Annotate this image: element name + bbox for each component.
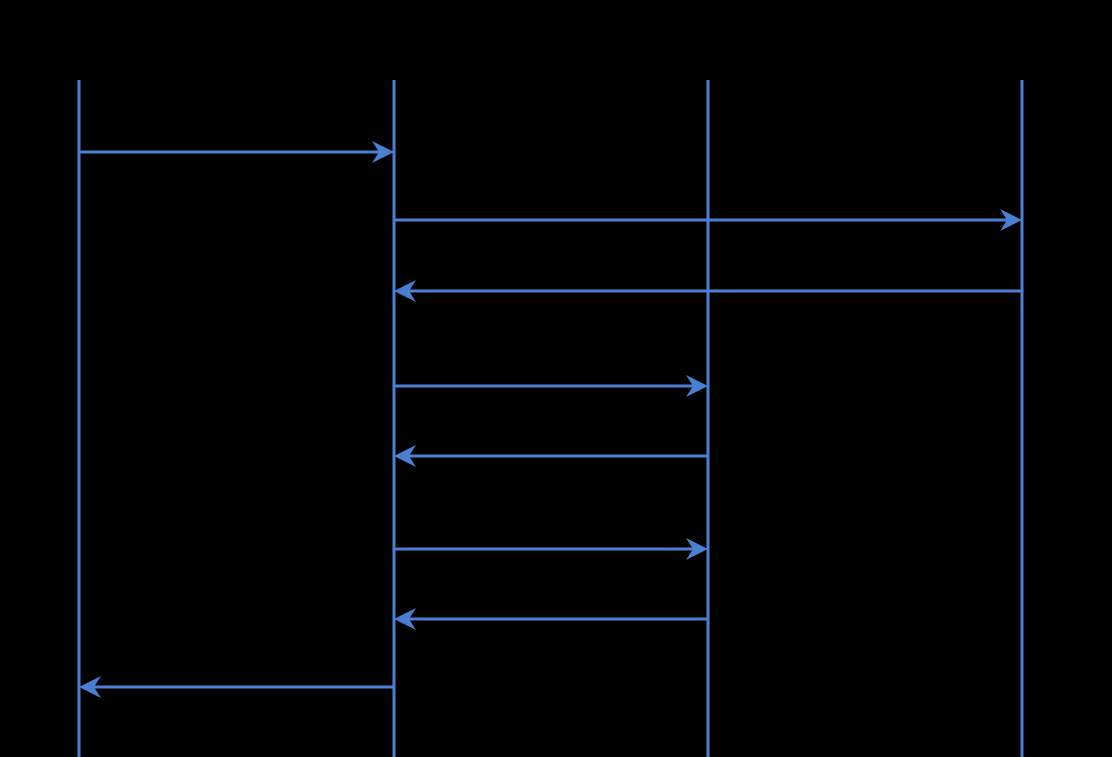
message-arrowhead-6: [686, 538, 708, 560]
message-arrowhead-5: [394, 445, 416, 467]
message-1: [79, 141, 394, 163]
message-arrowhead-8: [79, 676, 101, 698]
message-arrowhead-7: [394, 608, 416, 630]
message-arrowhead-2: [1000, 209, 1022, 231]
message-6: [394, 538, 708, 560]
message-arrowhead-3: [394, 280, 416, 302]
message-5: [394, 445, 708, 467]
message-3: [394, 280, 1022, 302]
messages-group: [79, 141, 1022, 698]
message-2: [394, 209, 1022, 231]
message-7: [394, 608, 708, 630]
message-4: [394, 375, 708, 397]
message-8: [79, 676, 394, 698]
lifelines-group: [77, 80, 1024, 757]
message-arrowhead-1: [372, 141, 394, 163]
message-arrowhead-4: [686, 375, 708, 397]
